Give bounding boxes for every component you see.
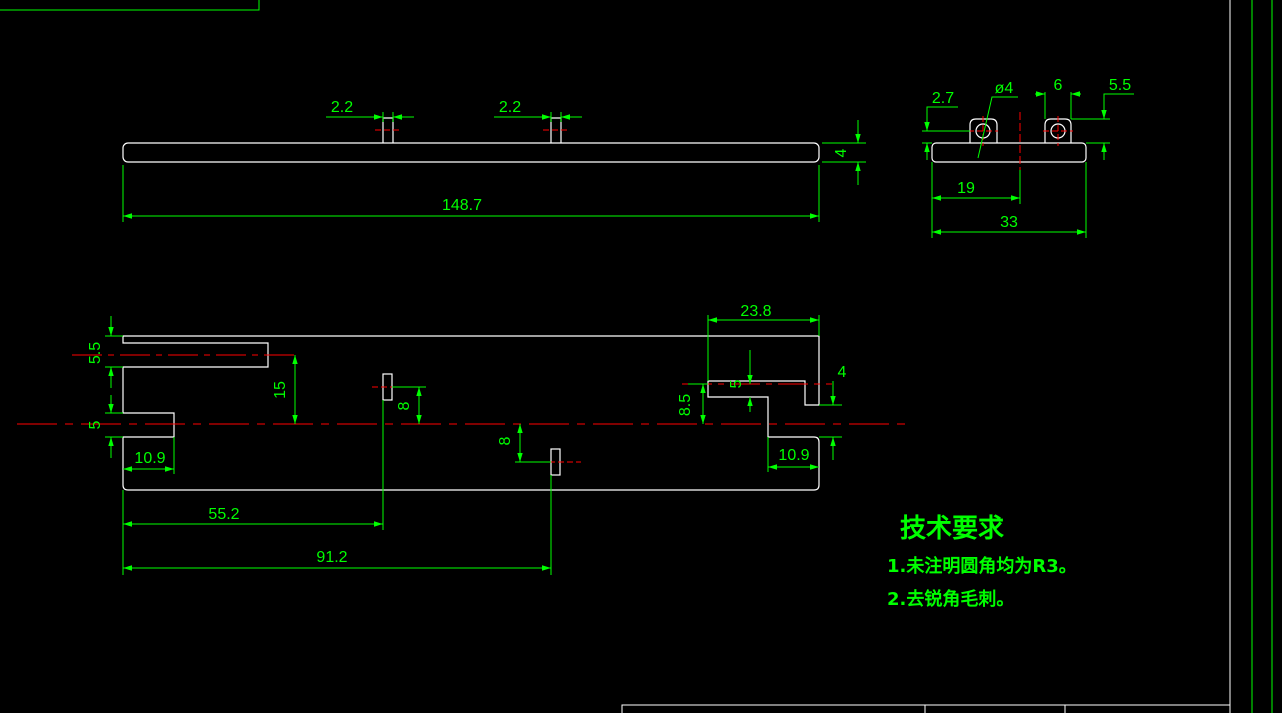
side-view-dimensions bbox=[922, 91, 1134, 238]
dim-55-2: 55.2 bbox=[208, 506, 239, 523]
technical-requirements: 技术要求 1.未注明圆角均为R3。 2.去锐角毛刺。 bbox=[887, 514, 1077, 610]
side-view-centerlines bbox=[968, 112, 1073, 170]
dim-5-5: 5.5 bbox=[1109, 77, 1131, 94]
top-view: 148.7 4 2.2 2.2 bbox=[122, 99, 866, 222]
side-view-outline bbox=[931, 118, 1087, 163]
dim-5-right: 5 bbox=[728, 379, 745, 388]
front-view-centerlines bbox=[17, 354, 912, 463]
dim-33: 33 bbox=[1000, 214, 1018, 231]
front-view: 5.5 5 15 8 8 10.9 55.2 91.2 23.8 5 4 8.5… bbox=[17, 303, 912, 575]
tech-req-note-1: 1.未注明圆角均为R3。 bbox=[887, 555, 1077, 577]
dim-8-lower: 8 bbox=[497, 436, 514, 445]
top-view-outline bbox=[122, 117, 820, 163]
dim-8-5: 8.5 bbox=[677, 394, 694, 416]
dim-23-8: 23.8 bbox=[740, 303, 771, 320]
dim-2-7: 2.7 bbox=[932, 90, 954, 107]
dim-thickness-4: 4 bbox=[833, 148, 850, 157]
dim-tab-2-2-right: 2.2 bbox=[499, 99, 521, 116]
dim-8-upper: 8 bbox=[396, 401, 413, 410]
dim-10-9-right: 10.9 bbox=[778, 447, 809, 464]
front-view-outline bbox=[122, 335, 820, 491]
dim-4-right: 4 bbox=[838, 364, 847, 381]
dim-91-2: 91.2 bbox=[316, 549, 347, 566]
dim-tab-2-2-left: 2.2 bbox=[331, 99, 353, 116]
dim-10-9-left: 10.9 bbox=[134, 450, 165, 467]
front-view-dimensions bbox=[105, 315, 842, 575]
side-view: 2.7 ø4 6 5.5 19 33 bbox=[922, 77, 1134, 238]
tech-req-title: 技术要求 bbox=[900, 514, 1004, 544]
dim-15: 15 bbox=[272, 381, 289, 399]
dim-19: 19 bbox=[957, 180, 975, 197]
tech-req-note-2: 2.去锐角毛刺。 bbox=[887, 588, 1014, 610]
dim-5-5-left: 5.5 bbox=[87, 342, 104, 364]
dim-hole-diameter: ø4 bbox=[995, 80, 1014, 97]
dim-5-left: 5 bbox=[87, 420, 104, 429]
dim-6: 6 bbox=[1054, 77, 1063, 94]
top-view-dimensions bbox=[122, 112, 866, 222]
dim-148-7: 148.7 bbox=[442, 197, 482, 214]
